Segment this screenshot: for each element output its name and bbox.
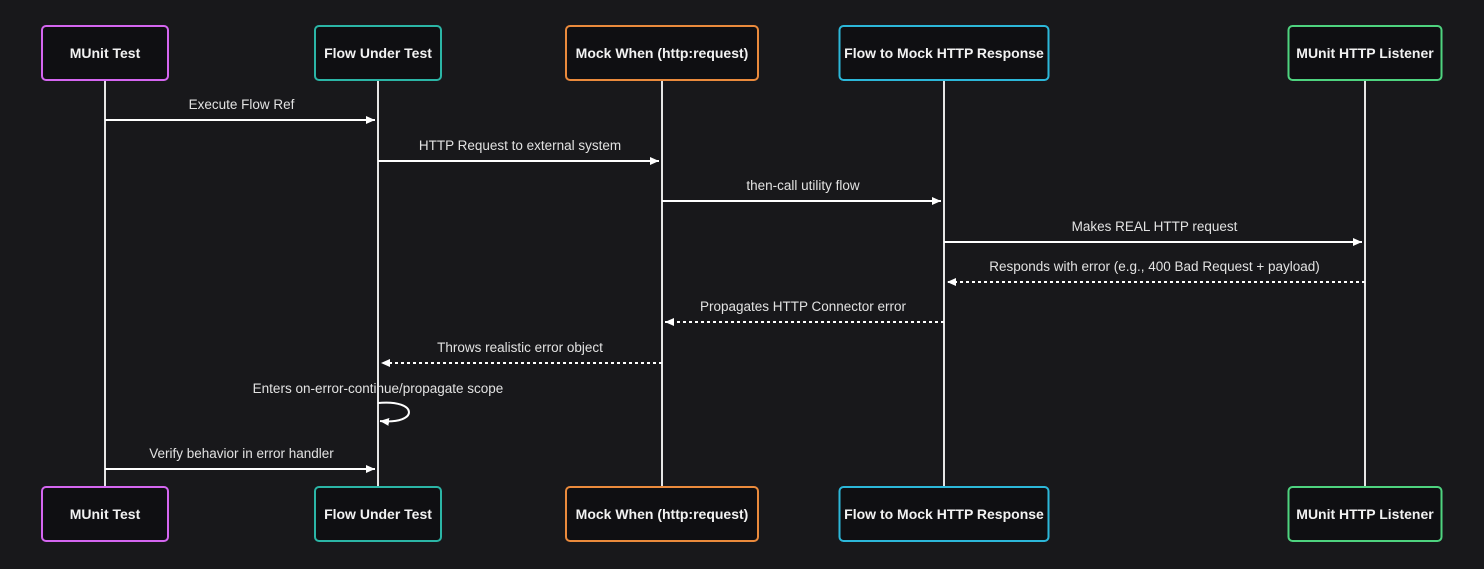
participant-top-munit_test: MUnit Test — [41, 25, 169, 81]
message-label: Execute Flow Ref — [189, 97, 295, 112]
self-message-arrow — [377, 401, 410, 426]
participant-bottom-munit_http_listener: MUnit HTTP Listener — [1287, 486, 1443, 542]
message-1: Execute Flow Ref — [105, 97, 375, 124]
participant-label: MUnit Test — [70, 45, 141, 61]
participant-box — [838, 25, 1050, 81]
message-4: Makes REAL HTTP request — [944, 219, 1362, 246]
message-7: Throws realistic error object — [381, 340, 662, 367]
participant-label: Flow to Mock HTTP Response — [844, 45, 1044, 61]
participant-label: Mock When (http:request) — [576, 45, 749, 61]
participant-bottom-munit_test: MUnit Test — [41, 486, 169, 542]
message-3: then-call utility flow — [662, 178, 941, 205]
participant-label: MUnit Test — [70, 506, 141, 522]
message-label: Verify behavior in error handler — [149, 446, 334, 461]
participant-label: Mock When (http:request) — [576, 506, 749, 522]
participant-box — [838, 486, 1050, 542]
message-label: then-call utility flow — [746, 178, 860, 193]
message-2: HTTP Request to external system — [378, 138, 659, 165]
participant-bottom-flow_mock_http: Flow to Mock HTTP Response — [838, 486, 1050, 542]
participant-top-mock_when: Mock When (http:request) — [565, 25, 759, 81]
message-label: Propagates HTTP Connector error — [700, 299, 907, 314]
participant-bottom-flow_under_test: Flow Under Test — [314, 486, 442, 542]
message-6: Propagates HTTP Connector error — [665, 299, 944, 326]
participant-label: Flow Under Test — [324, 506, 432, 522]
message-9: Verify behavior in error handler — [105, 446, 375, 473]
lifelines — [104, 80, 1366, 487]
participant-top-flow_under_test: Flow Under Test — [314, 25, 442, 81]
participant-box — [1287, 486, 1443, 542]
participant-bottom-mock_when: Mock When (http:request) — [565, 486, 759, 542]
participant-label: MUnit HTTP Listener — [1296, 45, 1434, 61]
participant-top-flow_mock_http: Flow to Mock HTTP Response — [838, 25, 1050, 81]
message-8: Enters on-error-continue/propagate scope — [253, 381, 504, 426]
participant-box — [41, 486, 169, 542]
participant-box — [314, 486, 442, 542]
message-label: Throws realistic error object — [437, 340, 603, 355]
participant-box — [565, 486, 759, 542]
participant-label: Flow Under Test — [324, 45, 432, 61]
message-label: Responds with error (e.g., 400 Bad Reque… — [989, 259, 1320, 274]
message-label: Enters on-error-continue/propagate scope — [253, 381, 504, 396]
participant-label: MUnit HTTP Listener — [1296, 506, 1434, 522]
participant-box — [1287, 25, 1443, 81]
participant-label: Flow to Mock HTTP Response — [844, 506, 1044, 522]
message-label: HTTP Request to external system — [419, 138, 621, 153]
participant-top-munit_http_listener: MUnit HTTP Listener — [1287, 25, 1443, 81]
message-5: Responds with error (e.g., 400 Bad Reque… — [947, 259, 1365, 286]
participant-box — [565, 25, 759, 81]
participant-box — [41, 25, 169, 81]
participant-box — [314, 25, 442, 81]
message-label: Makes REAL HTTP request — [1072, 219, 1238, 234]
